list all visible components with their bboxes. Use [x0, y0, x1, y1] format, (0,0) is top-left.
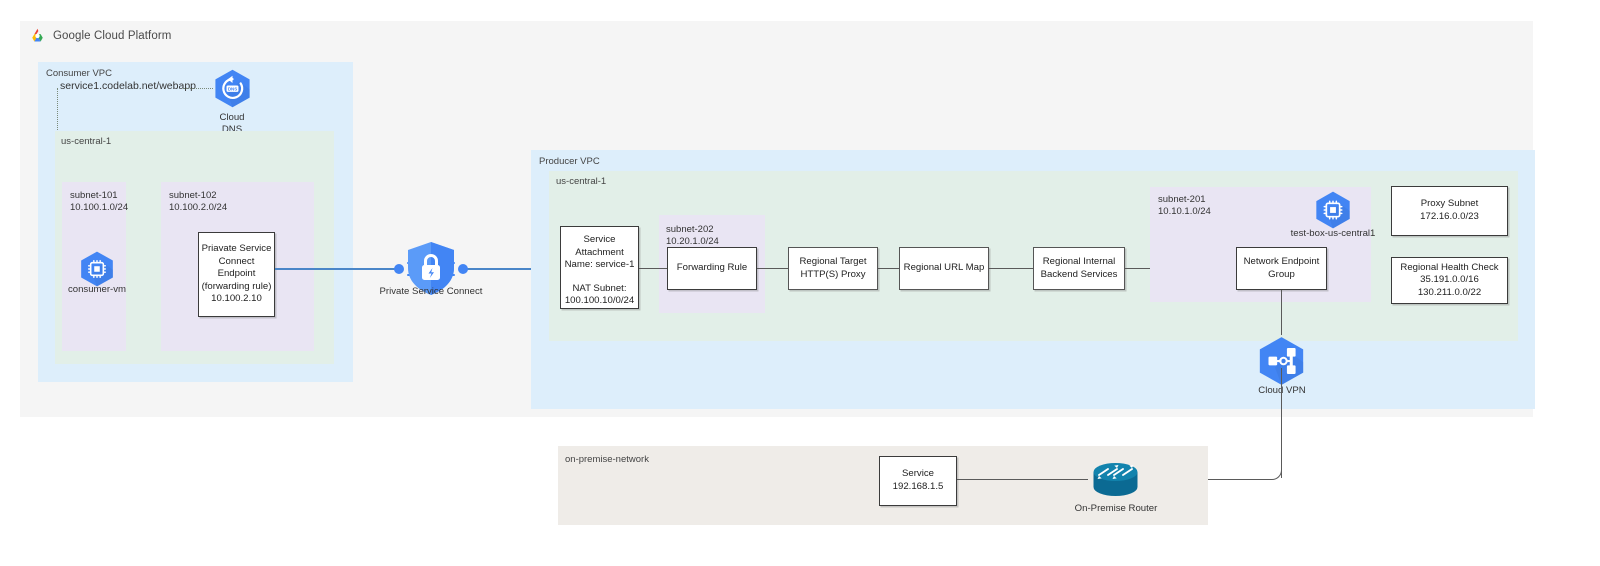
- psc-endpoint-box[interactable]: Priavate Service Connect Endpoint (forwa…: [198, 232, 275, 317]
- cloud-dns-caption: Cloud DNS: [192, 112, 272, 137]
- brand-title: Google Cloud Platform: [53, 29, 172, 42]
- on-premise-service-box[interactable]: Service 192.168.1.5: [879, 456, 957, 506]
- health-check-line1: Regional Health Check: [1400, 261, 1499, 273]
- subnet-101-cidr: 10.100.1.0/24: [70, 202, 129, 214]
- google-cloud-platform-logo-icon: [29, 27, 46, 44]
- cloud-dns-caption-line2: DNS: [221, 124, 243, 136]
- neg-line1: Network Endpoint: [1243, 255, 1320, 267]
- dns-record-label: service1.codelab.net/webapp: [60, 80, 197, 92]
- consumer-vpc-label: Consumer VPC: [46, 68, 112, 79]
- url-map-label: Regional URL Map: [903, 262, 985, 274]
- health-check-line3: 130.211.0.0/22: [1417, 286, 1482, 298]
- wire-proxy-to-urlmap: [878, 268, 899, 269]
- on-premise-router-caption: On-Premise Router: [1074, 503, 1158, 514]
- neg-line2: Group: [1268, 268, 1295, 280]
- subnet-102-cidr: 10.100.2.0/24: [169, 202, 228, 214]
- service-attachment-box[interactable]: Service Attachment Name: service-1 NAT S…: [560, 226, 639, 309]
- subnet-201-label: subnet-201 10.10.1.0/24: [1158, 194, 1211, 218]
- target-proxy-line2: HTTP(S) Proxy: [800, 268, 866, 280]
- health-check-line2: 35.191.0.0/16: [1420, 274, 1479, 286]
- backend-services-box[interactable]: Regional Internal Backend Services: [1033, 247, 1125, 290]
- proxy-subnet-line1: Proxy Subnet: [1420, 198, 1479, 210]
- service-attachment-line1: Service: [583, 234, 616, 245]
- subnet-102-name: subnet-102: [169, 190, 217, 201]
- wire-service-to-router: [957, 479, 1088, 480]
- consumer-region-label: us-central-1: [61, 136, 112, 147]
- test-box-vm-icon: [1313, 190, 1353, 230]
- psc-endpoint-line3: (forwarding rule): [201, 280, 272, 292]
- private-service-connect-caption: Private Service Connect: [379, 286, 483, 297]
- regional-health-check-box[interactable]: Regional Health Check 35.191.0.0/16 130.…: [1391, 257, 1508, 304]
- psc-endpoint-line2: Connect Endpoint: [217, 255, 256, 280]
- regional-target-proxy-box[interactable]: Regional Target HTTP(S) Proxy: [788, 247, 878, 290]
- service-attachment-line5: 100.100.10/0/24: [564, 295, 635, 307]
- producer-vpc-label: Producer VPC: [539, 156, 600, 167]
- svg-text:DNS: DNS: [228, 86, 237, 91]
- subnet-201-cidr: 10.10.1.0/24: [1158, 206, 1211, 218]
- network-endpoint-group-box[interactable]: Network Endpoint Group: [1236, 247, 1327, 290]
- subnet-101-label: subnet-101 10.100.1.0/24: [70, 190, 128, 214]
- wire-vpn-down: [1281, 368, 1282, 478]
- cloud-dns-icon: DNS: [212, 68, 253, 109]
- psc-endpoint-line4: 10.100.2.10: [211, 293, 262, 305]
- regional-url-map-box[interactable]: Regional URL Map: [899, 247, 989, 290]
- on-premise-service-line1: Service: [902, 468, 934, 480]
- forwarding-rule-label: Forwarding Rule: [676, 262, 748, 274]
- brand-logo: Google Cloud Platform: [29, 27, 171, 44]
- dns-leader-right: [183, 88, 213, 89]
- consumer-vm-icon: [78, 250, 116, 288]
- backend-services-line1: Regional Internal: [1042, 255, 1116, 267]
- on-premise-router-icon: [1087, 459, 1144, 499]
- subnet-101-name: subnet-101: [70, 190, 118, 201]
- wire-urlmap-to-backend: [989, 268, 1033, 269]
- on-premise-service-line2: 192.168.1.5: [892, 481, 944, 492]
- test-box-caption: test-box-us-central1: [1290, 228, 1376, 239]
- service-attachment-line4: NAT Subnet:: [572, 282, 627, 294]
- wire-sa-to-fr: [639, 268, 667, 269]
- producer-region-label: us-central-1: [556, 176, 607, 187]
- forwarding-rule-box[interactable]: Forwarding Rule: [667, 247, 757, 290]
- proxy-subnet-box[interactable]: Proxy Subnet 172.16.0.0/23: [1391, 186, 1508, 236]
- private-service-connect-shield-icon: [392, 238, 470, 298]
- subnet-202-name: subnet-202: [666, 224, 714, 235]
- proxy-subnet-line2: 172.16.0.0/23: [1420, 211, 1479, 222]
- backend-services-line2: Backend Services: [1040, 268, 1118, 280]
- cloud-vpn-icon: [1255, 335, 1308, 387]
- psc-endpoint-line1: Priavate Service: [201, 242, 272, 254]
- cloud-vpn-caption: Cloud VPN: [1258, 385, 1306, 396]
- service-attachment-line2: Attachment: [575, 246, 624, 258]
- on-premise-network-label: on-premise-network: [565, 454, 649, 465]
- subnet-201-name: subnet-201: [1158, 194, 1206, 205]
- subnet-202-label: subnet-202 10.20.1.0/24: [666, 224, 719, 248]
- wire-vpn-elbow: [1264, 461, 1282, 480]
- wire-fr-to-proxy: [757, 268, 788, 269]
- service-attachment-line3: Name: service-1: [564, 259, 635, 271]
- wire-neg-to-vpn: [1281, 290, 1282, 335]
- consumer-vm-caption: consumer-vm: [67, 284, 127, 295]
- psc-wire-right: [460, 268, 560, 270]
- psc-wire-left: [275, 268, 403, 270]
- subnet-102-label: subnet-102 10.100.2.0/24: [169, 190, 227, 214]
- cloud-dns-caption-line1: Cloud: [219, 112, 245, 123]
- subnet-202-cidr: 10.20.1.0/24: [666, 236, 719, 248]
- target-proxy-line1: Regional Target: [799, 255, 867, 267]
